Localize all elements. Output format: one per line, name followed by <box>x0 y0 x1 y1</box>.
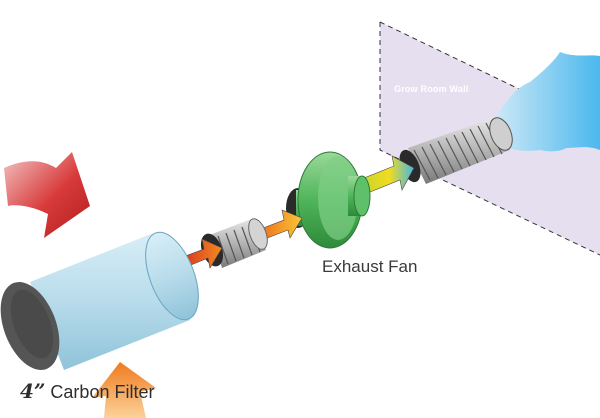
exhaust-fan <box>286 151 371 249</box>
exhaust-air-outflow <box>494 52 600 152</box>
exhaust-fan-label: Exhaust Fan <box>322 257 418 276</box>
carbon-filter <box>0 231 199 370</box>
filter-size: 4” <box>20 379 46 403</box>
wall-label: Grow Room Wall <box>394 84 469 94</box>
filter-name: Carbon Filter <box>45 382 155 402</box>
intake-air-arrow-orange <box>92 362 156 418</box>
carbon-filter-label: 4” Carbon Filter <box>20 379 154 403</box>
intake-air-arrow-red <box>4 152 90 238</box>
airflow-arrow-fan-to-wall <box>363 155 415 193</box>
